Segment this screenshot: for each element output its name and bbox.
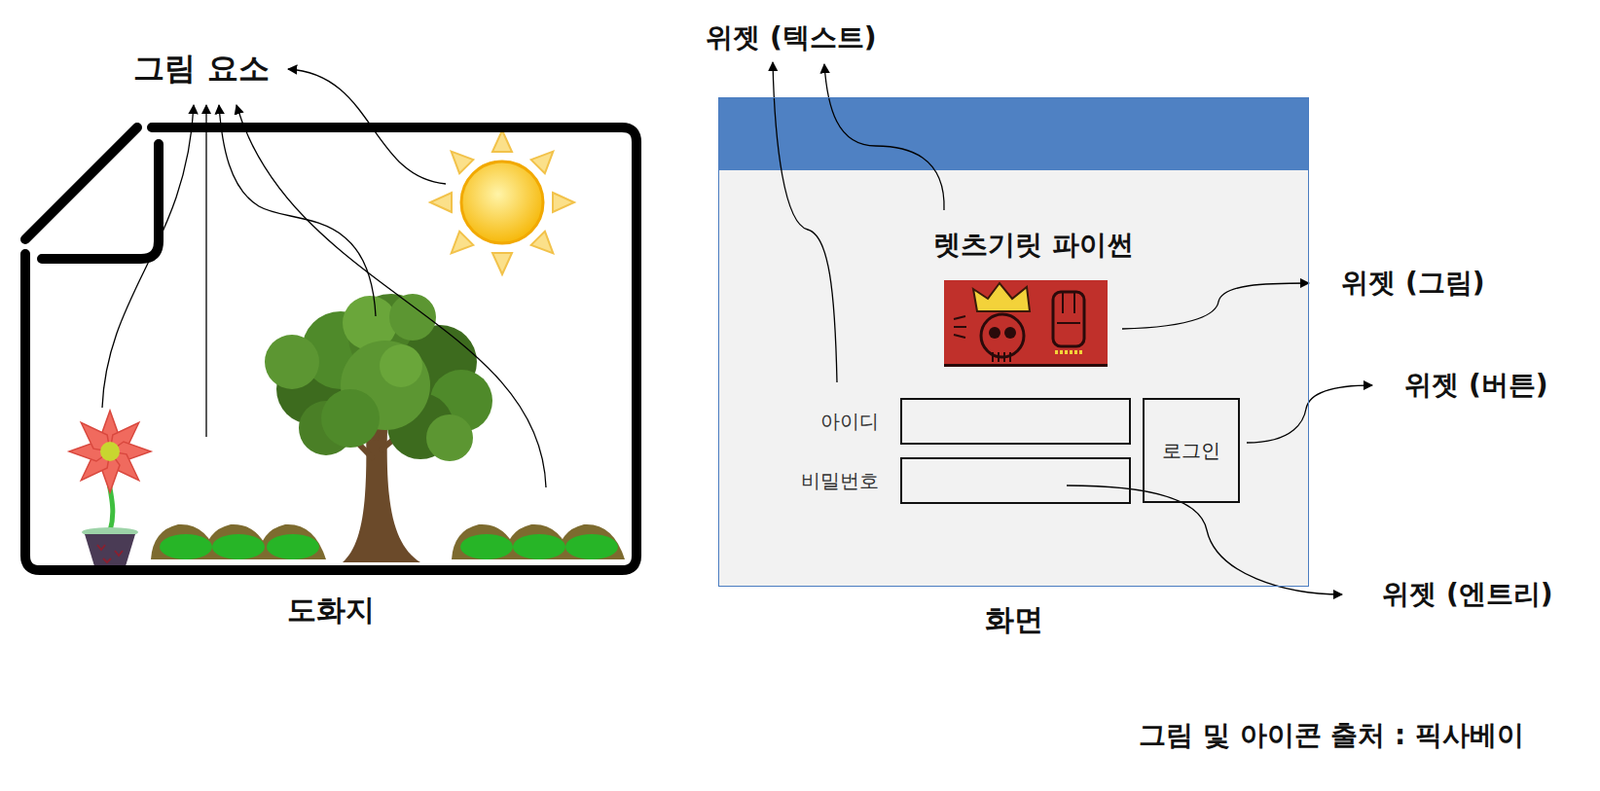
paper-corner: [25, 127, 138, 240]
skull-eye: [988, 327, 1001, 339]
sun-ray: [492, 253, 512, 275]
bush-leaf: [266, 534, 320, 560]
button-label: 로그인: [1162, 437, 1221, 465]
label-holder: 렛츠기릿 파이썬: [933, 226, 1134, 264]
paper-outline-svg: [20, 122, 642, 649]
text-holder: 화면: [718, 600, 1310, 641]
leader-line: [218, 105, 376, 317]
text-holder: 아이디: [783, 398, 879, 445]
label-holder: 위젯 (엔트리): [1381, 576, 1553, 614]
tree: [264, 293, 493, 563]
leader-line: [824, 64, 945, 211]
bush-leaf: [212, 534, 265, 560]
screen-window: 화면 아이디비밀번호 로그인: [718, 97, 1310, 643]
sun-ray: [444, 231, 474, 261]
paper-sheet: 도화지: [20, 122, 642, 649]
entry-box: [900, 457, 1131, 505]
paper-fold: [41, 144, 159, 259]
leader-line: [205, 105, 207, 437]
flower: [69, 410, 151, 567]
hand-fingers: [1056, 291, 1081, 324]
sun-disc: [461, 161, 544, 244]
label-holder: 위젯 (버튼): [1404, 366, 1548, 404]
sun-ray: [444, 145, 474, 175]
picture-ground: [944, 280, 1108, 367]
tree-leaves: [389, 293, 437, 341]
leader-line: [1122, 283, 1310, 329]
widget-label: 위젯 (그림): [1341, 264, 1485, 302]
skull-eye: [1004, 327, 1017, 339]
flower-center: [100, 441, 120, 462]
sun-ray: [531, 231, 561, 261]
text-holder: 로그인: [1144, 400, 1238, 502]
picture-edge: [944, 363, 1108, 367]
field-label: 아이디: [820, 408, 879, 436]
entry-field: 비밀번호: [783, 457, 1131, 505]
leader-line: [236, 105, 546, 488]
field-label: 비밀번호: [800, 468, 879, 495]
credit-note: 그림 및 아이콘 출처 : 픽사베이: [1138, 717, 1525, 755]
sun-ray: [552, 192, 575, 213]
leader-line: [772, 62, 837, 383]
label-holder: 그림 및 아이콘 출처 : 픽사베이: [1138, 717, 1525, 755]
window-frame: [718, 97, 1310, 587]
tree-leaves: [321, 389, 380, 448]
bush-back: [257, 524, 327, 560]
bush-back: [556, 524, 625, 560]
sun-ray: [531, 145, 561, 175]
skull-teeth: [992, 352, 1011, 363]
paper-border: [25, 127, 637, 571]
window-body: [718, 97, 1310, 587]
label-holder: 그림 요소: [133, 47, 269, 91]
leader-line: [1246, 385, 1373, 443]
group-label: 그림 요소: [133, 47, 269, 91]
entry-box: [900, 398, 1131, 445]
text-holder: 비밀번호: [783, 457, 879, 505]
tree-leaves: [426, 414, 473, 462]
bush-leaf: [460, 534, 513, 560]
pot: [84, 534, 136, 567]
spark: [953, 316, 967, 338]
entry-field: 아이디: [783, 398, 1131, 445]
bracelet: [1054, 350, 1085, 355]
tree-leaves: [264, 334, 320, 390]
bush-leaf: [512, 534, 566, 560]
sun-ray: [492, 130, 512, 152]
paper-caption: 도화지: [287, 590, 375, 631]
screen-caption: 화면: [984, 600, 1044, 641]
flower-head: [69, 410, 151, 493]
sun: [430, 130, 575, 275]
text-holder: 도화지: [20, 590, 642, 631]
login-button: 로그인: [1142, 398, 1240, 504]
crown: [973, 283, 1030, 312]
skull: [981, 314, 1024, 358]
sun-ray: [430, 192, 452, 213]
app-title: 렛츠기릿 파이썬: [933, 226, 1134, 264]
widget-picture: [944, 280, 1108, 367]
tree-leaves: [379, 344, 423, 388]
widget-label: 위젯 (엔트리): [1381, 576, 1553, 614]
paper-outline: [25, 127, 637, 571]
bush-leaf: [159, 534, 213, 560]
pot-dots: [97, 545, 123, 563]
label-holder: 위젯 (그림): [1341, 264, 1485, 302]
window-title-bar: [718, 97, 1310, 171]
hand: [1053, 291, 1085, 347]
widget-label: 위젯 (텍스트): [705, 19, 876, 57]
bush-leaf: [565, 534, 619, 560]
leader-lines: [102, 62, 1373, 595]
label-holder: 위젯 (텍스트): [705, 19, 876, 57]
widget-label: 위젯 (버튼): [1404, 366, 1548, 404]
